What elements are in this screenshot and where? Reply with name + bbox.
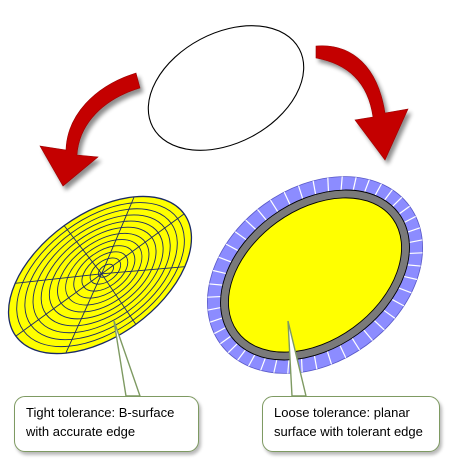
edge-segment-divider	[363, 329, 373, 341]
edge-segment-divider	[409, 252, 423, 255]
edge-segment-divider	[383, 189, 393, 201]
edge-segment-divider	[209, 317, 223, 323]
planar-face	[227, 197, 403, 353]
edge-segment-divider	[283, 191, 291, 205]
edge-segment-divider	[398, 205, 411, 215]
edge-segment-divider	[339, 345, 347, 359]
edge-segment-divider	[352, 177, 357, 191]
planar-surface-ellipse	[207, 176, 423, 374]
callout-loose-tolerance: Loose tolerance: planar surface with tol…	[262, 396, 440, 452]
edge-segment-divider	[248, 354, 256, 367]
iso-spoke	[15, 273, 102, 337]
edge-segment-divider	[312, 180, 317, 195]
edge-segment-divider	[257, 209, 267, 221]
edge-segment-divider	[219, 335, 232, 345]
callout-left-line-2: with accurate edge	[26, 424, 136, 439]
edge-segment-divider	[273, 359, 278, 373]
edge-segment-divider	[207, 306, 221, 311]
edge-segment-divider	[407, 227, 421, 233]
edge-segment-divider	[409, 239, 423, 244]
edge-segment-divider	[237, 349, 247, 361]
edge-segment-divider	[227, 343, 238, 354]
edge-segment-divider	[374, 183, 382, 196]
edge-segment-divider	[351, 337, 361, 351]
callout-left-leader	[113, 320, 141, 397]
iso-curve-spokes	[15, 196, 185, 354]
edge-segment-divider	[213, 326, 227, 335]
edge-segment-divider	[234, 231, 247, 241]
edge-segment-divider	[218, 256, 232, 263]
edge-segment-divider	[407, 264, 421, 267]
iso-spoke	[15, 273, 102, 284]
edge-segment-divider	[297, 185, 304, 200]
callout-left-line-1: Tight tolerance: B-surface	[26, 405, 175, 420]
edge-segment-divider	[340, 176, 343, 191]
iso-spoke	[101, 213, 185, 275]
edge-segment-divider	[403, 275, 418, 281]
curved-arrow-left-icon	[39, 72, 141, 187]
edge-segment-divider	[327, 177, 330, 192]
iso-spoke	[65, 273, 103, 354]
edge-segment-divider	[207, 295, 221, 298]
iso-spoke	[101, 273, 137, 325]
edge-segment-divider	[373, 319, 385, 331]
iso-spoke	[63, 225, 102, 275]
callout-right-line-1: Loose tolerance: planar	[274, 405, 410, 420]
callout-tight-tolerance: Tight tolerance: B-surface with accurate…	[14, 396, 199, 452]
edge-segment-divider	[245, 219, 257, 231]
edge-segment-divider	[260, 357, 266, 371]
edge-segment-divider	[287, 359, 290, 374]
edge-segment-divider	[300, 358, 303, 373]
edge-segment-divider	[364, 179, 370, 193]
callout-right-line-2: surface with tolerant edge	[274, 424, 423, 439]
edge-segment-divider	[225, 243, 239, 252]
edge-segment-divider	[209, 283, 223, 286]
curved-arrow-right-icon	[315, 45, 409, 161]
edge-segment-divider	[398, 287, 412, 294]
iso-spoke	[101, 196, 135, 274]
tolerant-edge-segments	[207, 176, 423, 374]
edge-segment-divider	[326, 350, 333, 365]
edge-segment-divider	[269, 199, 279, 213]
edge-segment-divider	[313, 355, 318, 370]
b-surface-ellipse	[7, 195, 193, 355]
edge-segment-divider	[383, 309, 396, 319]
iso-spoke	[101, 266, 185, 275]
edge-segment-divider	[392, 196, 403, 207]
edge-segment-divider	[391, 298, 405, 307]
edge-segment-divider	[403, 215, 417, 224]
edge-segment-divider	[212, 269, 227, 275]
source-curve-ellipse	[147, 25, 305, 151]
